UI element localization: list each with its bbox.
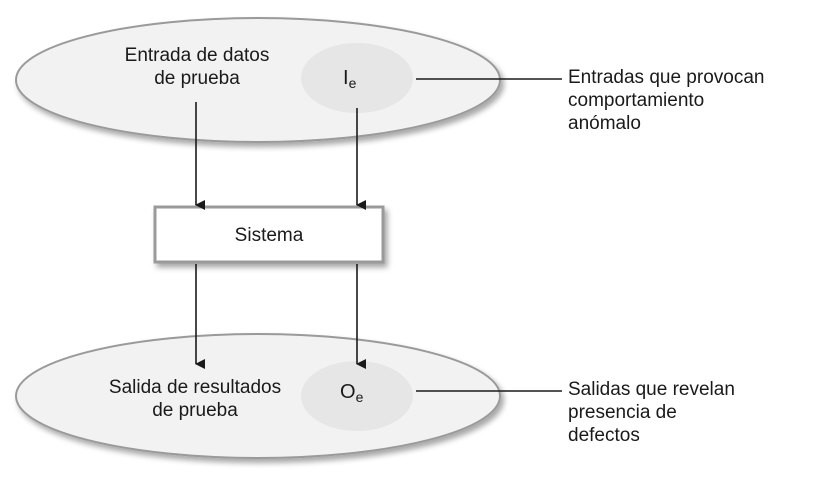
outputs-annotation-line-1: Salidas que revelan	[568, 379, 735, 400]
input-inner-ellipse	[301, 43, 413, 113]
inputs-annotation-line-2: comportamiento	[568, 90, 705, 111]
inputs-annotation-line-3: anómalo	[568, 113, 641, 134]
input-symbol-main: I	[343, 67, 349, 89]
input-label-line-2: de prueba	[154, 68, 240, 89]
output-symbol: Oe	[340, 380, 363, 409]
outputs-annotation-line-3: defectos	[568, 425, 640, 446]
inputs-annotation: Entradas que provocan comportamiento anó…	[568, 66, 764, 135]
system-label: Sistema	[234, 225, 304, 246]
input-label: Entrada de datos de prueba	[82, 44, 312, 90]
output-label-line-2: de prueba	[152, 400, 238, 421]
output-label-line-1: Salida de resultados	[108, 377, 282, 398]
system-box	[153, 205, 385, 264]
input-label-line-1: Entrada de datos	[124, 45, 270, 66]
input-symbol: Ie	[343, 66, 356, 95]
output-symbol-main: O	[340, 381, 356, 403]
output-label: Salida de resultados de prueba	[70, 376, 320, 422]
input-symbol-sub: e	[348, 75, 357, 91]
outputs-annotation-line-2: presencia de	[568, 402, 677, 423]
outputs-annotation: Salidas que revelan presencia de defecto…	[568, 378, 735, 447]
output-inner-ellipse	[301, 361, 413, 431]
inputs-annotation-line-1: Entradas que provocan	[568, 67, 765, 88]
output-symbol-sub: e	[355, 389, 364, 405]
